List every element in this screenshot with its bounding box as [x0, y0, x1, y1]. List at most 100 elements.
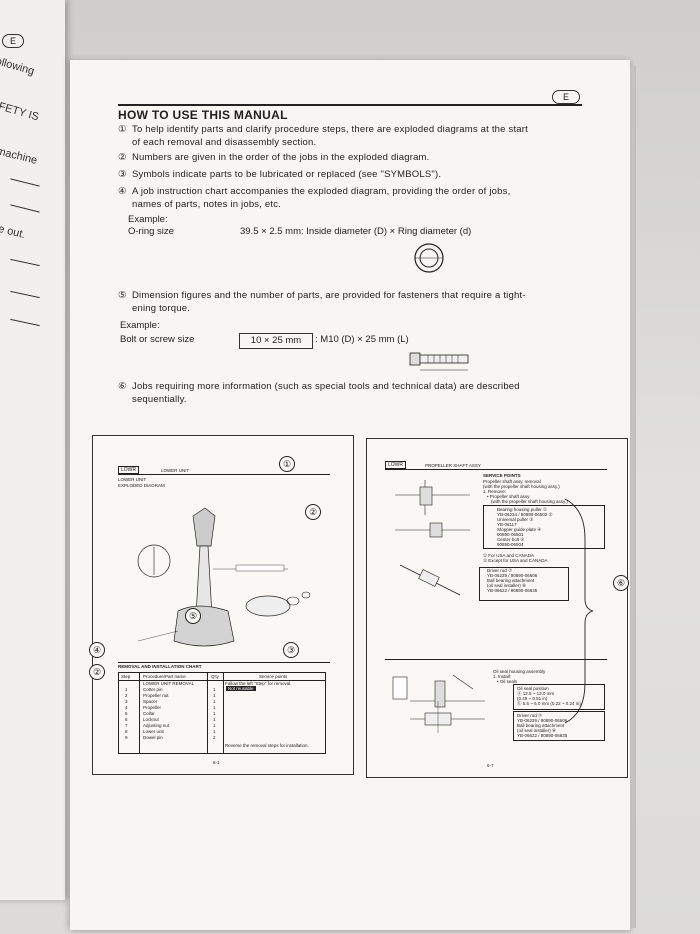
row-part: Spacer	[143, 699, 158, 704]
exploded-diagram-figure	[137, 507, 311, 647]
service-line: Bearing housing puller ①	[497, 507, 548, 512]
service-line: ⓑ 5.5 ~ 6.0 mm (0.22 ~ 0.24 in)	[517, 701, 581, 706]
left-page-fragment: e out.	[0, 222, 27, 242]
row-qty: 1	[213, 699, 216, 704]
row-part: Propeller	[143, 705, 162, 710]
tool-box	[483, 505, 605, 549]
example-label: Example:	[120, 320, 160, 331]
item-text: Jobs requiring more information (such as…	[132, 381, 520, 392]
row-part: Propeller nut	[143, 693, 169, 698]
tool-box	[513, 684, 605, 710]
section-tag: LOWR	[118, 466, 139, 474]
callout-3: ③	[283, 642, 299, 658]
service-line: (with the propeller shaft housing assy.)	[483, 484, 560, 489]
sample-title: LOWER UNIT	[118, 477, 147, 482]
service-line: 90890-06501	[497, 532, 524, 537]
left-page-rule	[10, 178, 40, 187]
left-page-fragment: machine	[0, 145, 39, 167]
service-line: YB-06622 / 90890-06635	[487, 588, 538, 593]
service-line: YB-06117	[497, 522, 517, 527]
example-value: : M10 (D) × 25 mm (L)	[315, 334, 409, 345]
row-qty: 1	[213, 711, 216, 716]
instruction-item: ① To help identify parts and clarify proc…	[118, 123, 598, 149]
service-line: ① For USA and CANADA	[483, 553, 535, 558]
row-step: 1	[125, 687, 128, 692]
col-header: Service points	[259, 674, 288, 679]
item-text: Numbers are given in the order of the jo…	[132, 152, 430, 163]
row-qty: 1	[213, 729, 216, 734]
job-chart: Step Procedure/Part name Q'ty Service po…	[118, 672, 326, 754]
chart-section: LOWER UNIT REMOVAL	[143, 681, 195, 686]
service-line: (0.49 ~ 0.51 in)	[517, 696, 548, 701]
instruction-item: ② Numbers are given in the order of the j…	[118, 151, 598, 164]
row-qty: 1	[213, 717, 216, 722]
service-line: Ball bearing attachment	[487, 578, 535, 583]
item-text: To help identify parts and clarify proce…	[132, 124, 528, 135]
item-number: ②	[118, 152, 127, 163]
sample-subtitle: EXPLODED DIAGRAM	[118, 483, 165, 488]
sample-page-number: 6-7	[487, 763, 494, 768]
callout-6: ⑥	[613, 575, 629, 591]
bolt-size-box: 10 × 25 mm	[239, 333, 313, 349]
col-header: Procedure/Part name	[143, 674, 186, 679]
service-line: 1. Install:	[493, 674, 512, 679]
chart-section-note: Follow the left "Step" for removal.	[225, 681, 292, 686]
callout-5: ⑤	[185, 608, 201, 624]
item-number: ⑤	[118, 290, 127, 301]
sample-rule	[118, 474, 330, 475]
left-page-rule	[10, 204, 40, 213]
service-line: 90890-06504	[497, 542, 524, 547]
item-text: Symbols indicate parts to be lubricated …	[132, 169, 442, 180]
service-line: YB-06622 / 90890-06635	[517, 733, 568, 738]
service-line: ⓐ 12.5 ~ 13.0 mm	[517, 691, 555, 696]
row-part: Cotter pin	[143, 687, 163, 692]
callout-4: ④	[89, 642, 105, 658]
service-line: Propeller shaft assy. removal	[483, 479, 541, 484]
page-heading: HOW TO USE THIS MANUAL	[118, 108, 288, 122]
header-rule	[118, 104, 582, 106]
left-page-fragment: FETY IS	[0, 100, 41, 124]
chart-rule	[118, 662, 330, 663]
service-line: (oil seal installer) ⑧	[487, 583, 527, 588]
instruction-item: ⑥ Jobs requiring more information (such a…	[118, 380, 598, 406]
sample-page-propeller-shaft: LOWR PROPELLER SHAFT ASSY SERVICE POINTS…	[366, 438, 629, 778]
item-number: ①	[118, 124, 127, 135]
service-line: Oil seal position	[517, 686, 549, 691]
sample-page-number: 6-1	[213, 760, 220, 765]
example-name: O-ring size	[128, 226, 174, 237]
service-line: Driver rod ⑦	[487, 568, 513, 573]
service-line: YB-06229 / 90890-06606	[517, 718, 568, 723]
row-part: Adjusting nut	[143, 723, 170, 728]
col-header: Q'ty	[211, 674, 219, 679]
shaft-removal-figure	[395, 480, 470, 596]
sample-rule	[385, 659, 607, 660]
row-step: 9	[125, 735, 128, 740]
sample-page-lower-unit: LOWR LOWER UNIT LOWER UNIT EXPLODED DIAG…	[89, 435, 354, 775]
chart-title: REMOVAL AND INSTALLATION CHART	[118, 664, 202, 669]
left-page-fragment: following	[0, 54, 36, 78]
service-line: Oil seal housing assembly	[493, 669, 546, 674]
oil-seal-figure	[392, 674, 485, 733]
callout-step: ②	[89, 664, 105, 680]
left-facing-page: E following FETY IS machine e out.	[0, 0, 65, 900]
row-qty: 1	[213, 687, 216, 692]
service-line: (with the propeller shaft housing assy.)	[491, 499, 568, 504]
item-number: ⑥	[118, 381, 127, 392]
row-qty: 1	[213, 723, 216, 728]
tool-box	[479, 567, 569, 601]
service-line: Center bolt ⑤	[497, 537, 525, 542]
col-header: Step	[121, 674, 131, 679]
row-step: 6	[125, 717, 128, 722]
row-qty: 1	[213, 693, 216, 698]
example-value: 39.5 × 2.5 mm: Inside diameter (D) × Rin…	[240, 226, 472, 237]
item-text-cont: names of parts, notes in jobs, etc.	[132, 199, 282, 210]
service-line: Stopper guide plate ④	[497, 527, 542, 532]
chart-footer-note: Reverse the removal steps for installati…	[225, 743, 309, 748]
row-qty: 2	[213, 735, 216, 740]
row-part: Dowel pin	[143, 735, 163, 740]
left-page-rule	[10, 318, 40, 327]
item-text-cont: ening torque.	[132, 303, 191, 314]
